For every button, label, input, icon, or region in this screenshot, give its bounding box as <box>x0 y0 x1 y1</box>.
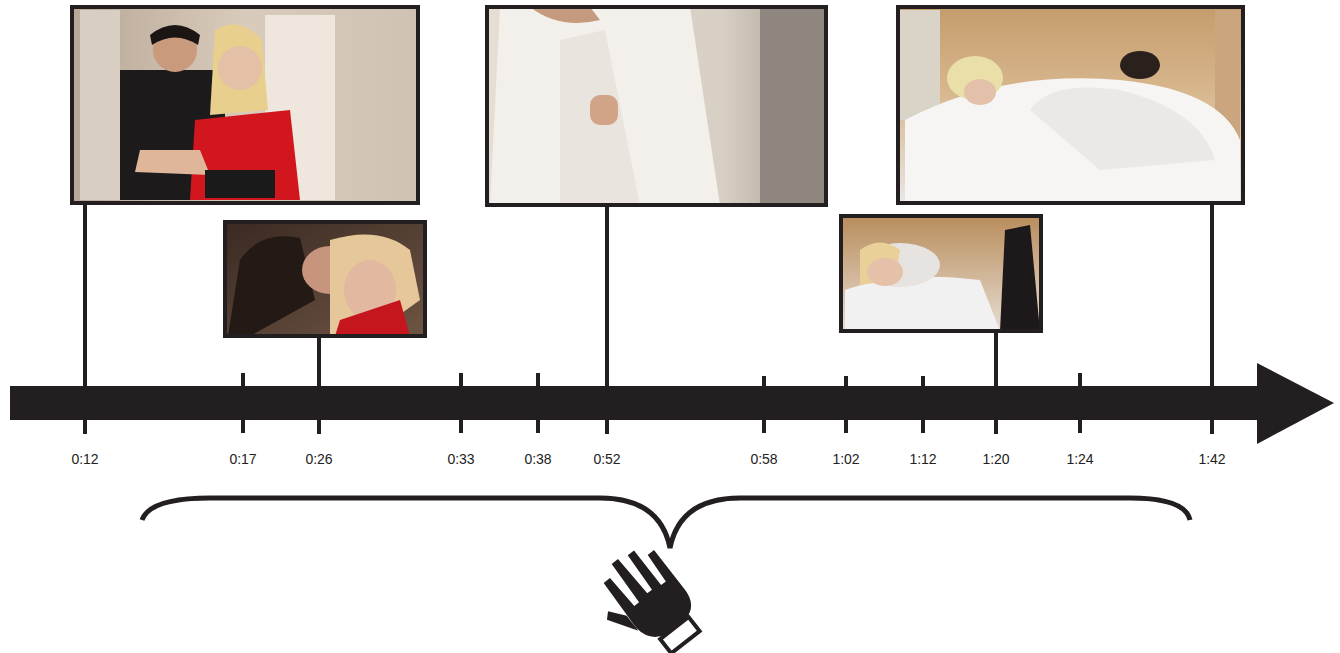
time-label: 1:02 <box>832 451 859 467</box>
time-label: 0:58 <box>750 451 777 467</box>
time-label: 1:24 <box>1066 451 1093 467</box>
video-still <box>841 216 1041 331</box>
time-label: 1:20 <box>982 451 1009 467</box>
video-still <box>72 7 418 203</box>
video-still <box>898 7 1243 203</box>
time-label: 1:42 <box>1198 451 1225 467</box>
time-label: 1:12 <box>909 451 936 467</box>
time-label: 0:17 <box>229 451 256 467</box>
time-label: 0:26 <box>305 451 332 467</box>
video-still <box>487 7 826 205</box>
time-label: 0:52 <box>593 451 620 467</box>
hand-icon <box>582 538 711 653</box>
video-still <box>225 222 425 336</box>
curly-brace <box>142 498 1190 548</box>
time-label: 0:12 <box>71 451 98 467</box>
time-label: 0:38 <box>524 451 551 467</box>
tick-marks <box>243 373 1080 433</box>
time-label: 0:33 <box>447 451 474 467</box>
timeline-arrow <box>10 363 1334 444</box>
